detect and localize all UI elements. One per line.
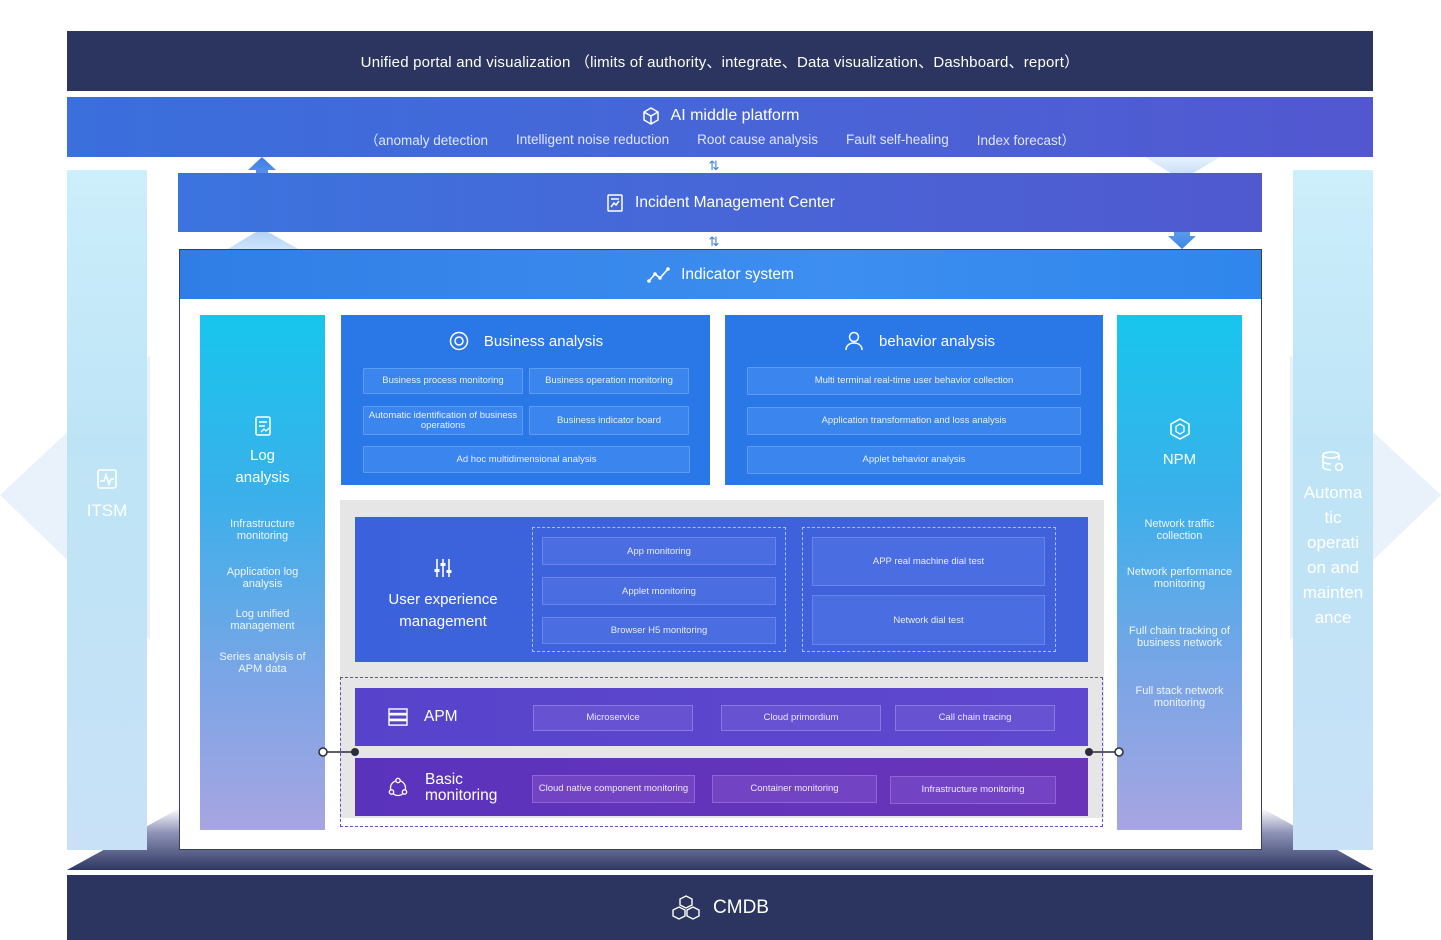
apm-item: Cloud primordium: [721, 705, 881, 731]
npm-item: Network traffic collection: [1144, 518, 1215, 542]
business-item: Business operation monitoring: [529, 368, 689, 394]
ai-item: Fault self-healing: [845, 131, 949, 147]
right-connector: [1085, 747, 1124, 757]
cubes-icon: [672, 894, 700, 920]
log-document-icon: [254, 416, 271, 436]
cmdb-bar: CMDB: [67, 875, 1373, 940]
apm-item: Microservice: [533, 705, 693, 731]
target-icon: [449, 331, 469, 351]
business-item: Ad hoc multidimensional analysis: [363, 446, 690, 473]
behavior-analysis-panel: behavior analysis Multi terminal real-ti…: [725, 315, 1103, 485]
trend-line-icon: [647, 266, 670, 283]
ai-platform-bar: AI middle platform （anomaly detection In…: [67, 97, 1373, 157]
basic-item: Infrastructure monitoring: [890, 776, 1056, 804]
app-monitoring-group: [532, 527, 786, 652]
ai-platform-title-row: AI middle platform: [67, 105, 1373, 127]
log-analysis-header: Log analysis: [200, 415, 325, 489]
basic-monitoring-title: Basic monitoring: [425, 771, 498, 804]
npm-header: NPM: [1117, 417, 1242, 471]
log-item: Log unified management: [230, 608, 295, 632]
log-item: Application log analysis: [226, 566, 299, 590]
behavior-analysis-header: behavior analysis: [725, 329, 1113, 353]
user-experience-header: User experience management: [355, 557, 531, 633]
basic-item: Cloud native component monitoring: [532, 775, 695, 803]
indicator-system-title: Indicator system: [681, 265, 794, 283]
ux-item: Applet monitoring: [542, 577, 776, 605]
incident-management-title: Incident Management Center: [635, 193, 835, 211]
log-analysis-title: Log analysis: [235, 447, 290, 486]
npm-item: Network performance monitoring: [1126, 566, 1233, 590]
npm-item: Full chain tracking of business network: [1129, 625, 1230, 649]
ux-item: App monitoring: [542, 537, 776, 565]
cluster-icon: [388, 777, 408, 797]
server-icon: [388, 708, 408, 726]
itsm-pillar: [67, 170, 147, 850]
cmdb-title: CMDB: [713, 896, 769, 918]
user-experience-panel: User experience management App monitorin…: [355, 517, 1088, 662]
npm-column: NPM Network traffic collection Network p…: [1117, 315, 1242, 830]
ai-item: Root cause analysis: [697, 131, 818, 147]
ai-item: Intelligent noise reduction: [516, 131, 670, 147]
basic-item: Container monitoring: [712, 775, 877, 803]
ai-item: （anomaly detection: [364, 133, 489, 148]
business-item: Business process monitoring: [363, 368, 523, 394]
npm-item: Full stack network monitoring: [1135, 685, 1224, 709]
user-icon: [845, 331, 863, 351]
ai-item: Index forecast）: [976, 133, 1076, 148]
business-analysis-panel: Business analysis Business process monit…: [341, 315, 710, 485]
log-item: Series analysis of APM data: [219, 651, 306, 675]
incident-management-bar: Incident Management Center: [178, 173, 1262, 232]
business-item: Automatic identification of business ope…: [363, 406, 523, 435]
log-item: Infrastructure monitoring: [230, 518, 295, 542]
behavior-item: Application transformation and loss anal…: [747, 407, 1081, 435]
cube-network-icon: [642, 107, 659, 125]
unified-portal-bar: Unified portal and visualization （limits…: [67, 31, 1373, 91]
business-item: Business indicator board: [529, 406, 689, 435]
pulse-chart-icon: [97, 468, 117, 489]
basic-monitoring-panel: Basic monitoring Cloud native component …: [355, 758, 1088, 816]
ux-item: Network dial test: [812, 595, 1045, 645]
ai-platform-title: AI middle platform: [670, 107, 800, 124]
ux-item: APP real machine dial test: [812, 537, 1045, 586]
ai-platform-items: （anomaly detection Intelligent noise red…: [67, 129, 1373, 149]
business-analysis-title: Business analysis: [483, 332, 604, 350]
npm-title: NPM: [1162, 451, 1197, 468]
apm-title: APM: [424, 708, 458, 725]
log-analysis-column: Log analysis Infrastructure monitoring A…: [200, 315, 325, 830]
left-connector: [318, 747, 359, 757]
behavior-analysis-title: behavior analysis: [879, 332, 995, 350]
indicator-system-bar: Indicator system: [180, 250, 1261, 299]
behavior-item: Applet behavior analysis: [747, 446, 1081, 474]
network-cube-icon: [1169, 418, 1190, 440]
automatic-ops-label: Automa tic operati on and mainten ance: [1302, 483, 1364, 627]
automatic-ops-block: Automa tic operati on and mainten ance: [1293, 450, 1373, 640]
automatic-ops-pillar: [1293, 170, 1373, 850]
dial-test-group: [802, 527, 1056, 652]
basic-monitoring-header: Basic monitoring: [387, 771, 517, 805]
ux-item: Browser H5 monitoring: [542, 617, 776, 644]
business-analysis-header: Business analysis: [341, 329, 710, 353]
itsm-block: ITSM: [67, 455, 147, 535]
database-gear-icon: [1322, 451, 1344, 472]
swap-arrow-icon-2: ⇅: [709, 235, 720, 250]
document-chart-icon: [607, 193, 623, 212]
swap-arrow-icon-1: ⇅: [709, 159, 720, 174]
itsm-label: ITSM: [86, 500, 128, 520]
apm-header: APM: [388, 705, 458, 729]
apm-item: Call chain tracing: [895, 705, 1055, 731]
apm-panel: APM Microservice Cloud primordium Call c…: [355, 688, 1088, 746]
behavior-item: Multi terminal real-time user behavior c…: [747, 367, 1081, 395]
user-experience-title: User experience management: [388, 591, 498, 630]
sliders-icon: [434, 559, 452, 577]
